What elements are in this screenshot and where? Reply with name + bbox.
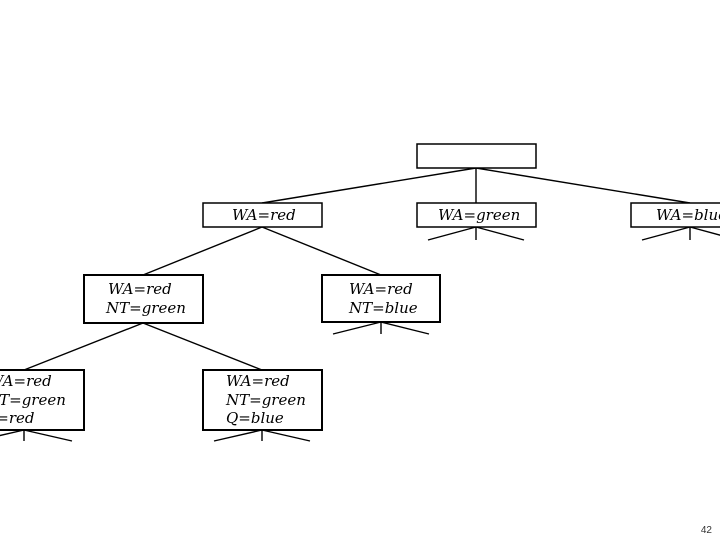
stub-nt-blue (332, 321, 430, 335)
edge-wa-red-nt-blue (261, 226, 382, 276)
node-wa-blue-line-1: WA=blue (656, 206, 720, 224)
node-wa-red: WA=red (202, 202, 323, 228)
stub-wa-blue (641, 226, 720, 241)
node-q-red-line-2: NT=green (0, 391, 66, 409)
tree-edges (0, 167, 720, 442)
stub-q-red (0, 429, 73, 442)
node-q-red-line-1: WA=red (0, 372, 52, 390)
edge-root-wa-blue (475, 167, 691, 204)
node-wa-red-nt-blue-line-2: NT=blue (348, 299, 418, 317)
node-wa-red-nt-green-q-blue: WA=red NT=green Q=blue (202, 369, 323, 431)
edge-nt-green-q-blue (142, 322, 263, 371)
node-wa-red-nt-green-q-red: WA=red NT=green Q=red (0, 369, 85, 431)
node-q-blue-line-3: Q=blue (226, 409, 284, 427)
node-q-blue-line-2: NT=green (225, 391, 306, 409)
node-wa-red-nt-green-line-1: WA=red (108, 280, 172, 298)
node-wa-red-line-1: WA=red (232, 206, 296, 224)
node-root (416, 143, 537, 169)
node-q-red-line-3: Q=red (0, 409, 35, 427)
node-wa-red-nt-blue-line-1: WA=red (349, 280, 413, 298)
node-wa-red-nt-green: WA=red NT=green (83, 274, 204, 324)
node-q-blue-line-1: WA=red (226, 372, 290, 390)
node-wa-red-nt-blue: WA=red NT=blue (321, 274, 441, 323)
edge-nt-green-q-red (23, 322, 144, 371)
edge-root-wa-red (261, 167, 477, 204)
node-wa-green: WA=green (416, 202, 537, 228)
node-wa-blue: WA=blue (630, 202, 720, 228)
stub-q-blue (213, 429, 311, 442)
page-number: 42 (700, 525, 712, 536)
node-wa-green-line-1: WA=green (438, 206, 520, 224)
edge-wa-red-nt-green (142, 226, 263, 276)
stub-wa-green (427, 226, 525, 241)
node-wa-red-nt-green-line-2: NT=green (105, 299, 186, 317)
